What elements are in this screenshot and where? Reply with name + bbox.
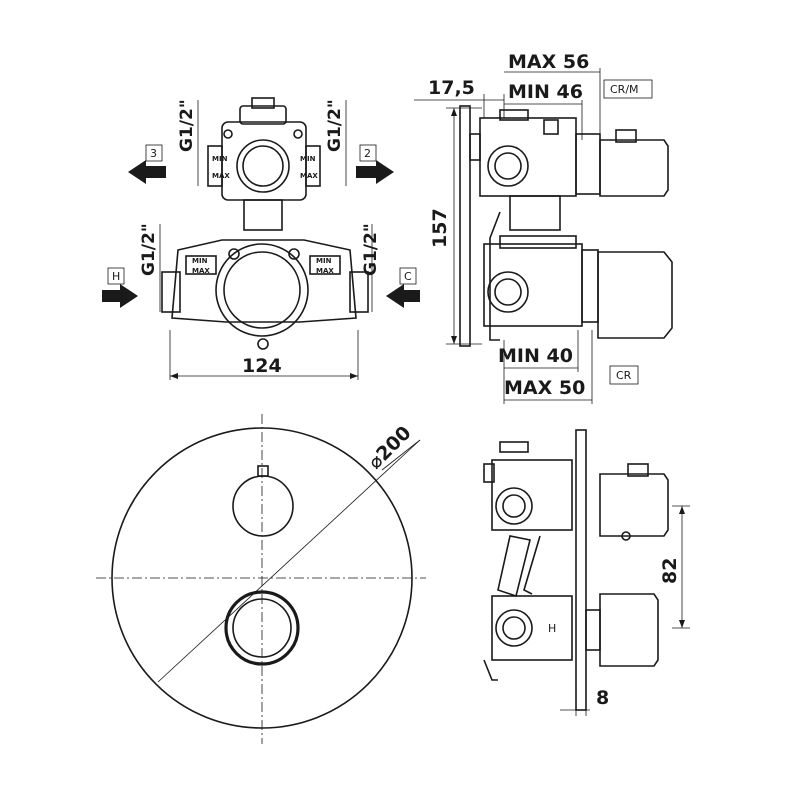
dimension-8: 8 (596, 687, 609, 709)
dimension-diameter-200: ⌀200 (364, 422, 416, 474)
side-view-dimensions: 157 17,5 MAX 56 MIN 46 CR/M MIN 40 MAX 5… (414, 51, 653, 404)
port-arrows: 3 2 H C (102, 144, 420, 308)
thread-label: G1/2" (361, 223, 381, 276)
finished-side-dimensions: 82 8 (560, 505, 690, 716)
front-view-dimensions: 124 G1/2" G1/2" G1/2" G1/2" (139, 99, 381, 380)
dimension-min-40: MIN 40 (498, 345, 573, 367)
dimension-17-5: 17,5 (428, 77, 475, 99)
outlet-arrow-icon (128, 160, 166, 184)
min-label: MIN (192, 257, 208, 265)
dimension-max-50: MAX 50 (504, 377, 585, 399)
min-label: MIN (300, 155, 316, 163)
side-view-body (459, 105, 673, 347)
outlet-arrow-icon (356, 160, 394, 184)
port-h-label: H (112, 270, 120, 283)
max-label: MAX (192, 267, 210, 275)
dimension-157: 157 (429, 208, 451, 248)
min-label: MIN (316, 257, 332, 265)
variant-tag-cr-m: CR/M (610, 83, 639, 96)
dimension-max-56: MAX 56 (508, 51, 589, 73)
dimension-min-46: MIN 46 (508, 81, 583, 103)
front-view-body: MIN MAX MIN MAX MIN MAX MIN MAX (161, 97, 369, 350)
thread-label: G1/2" (325, 99, 345, 152)
inlet-arrow-icon (386, 284, 420, 308)
port-c-label: C (404, 270, 412, 283)
finished-side-view: H (483, 429, 669, 711)
port-3-label: 3 (150, 147, 157, 160)
h-mark: H (548, 622, 556, 635)
thread-label: G1/2" (177, 99, 197, 152)
port-2-label: 2 (364, 147, 371, 160)
max-label: MAX (300, 172, 318, 180)
variant-tag-cr: CR (616, 369, 632, 382)
min-label: MIN (212, 155, 228, 163)
max-label: MAX (316, 267, 334, 275)
cover-plate-front: ⌀200 (96, 414, 426, 744)
dimension-124: 124 (242, 355, 282, 377)
dimension-82: 82 (659, 558, 681, 584)
thread-label: G1/2" (139, 223, 159, 276)
max-label: MAX (212, 172, 230, 180)
inlet-arrow-icon (102, 284, 138, 308)
